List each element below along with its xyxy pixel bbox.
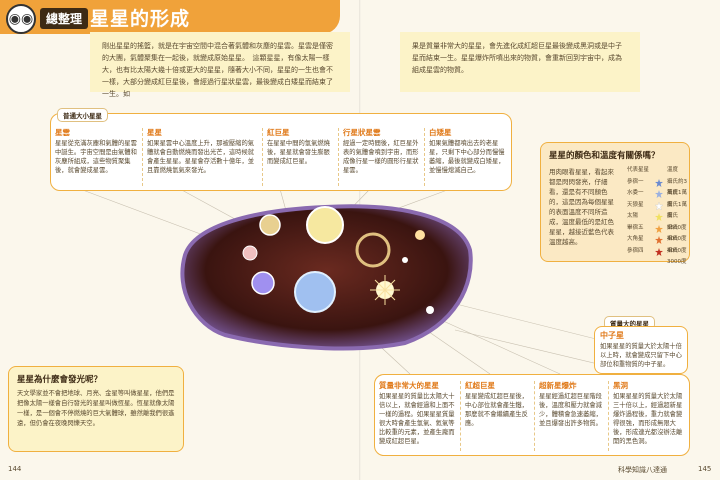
star-icon <box>655 178 663 187</box>
temperature-row: 代表星星溫度 <box>627 167 679 173</box>
stage-title: 紅巨星 <box>267 128 290 137</box>
stage-title: 星雲 <box>55 128 70 137</box>
color-box-desc: 用肉眼看星星，看起來都是閃閃發亮，仔細看，還是有不同顏色的，這是因為每個星星的表… <box>549 168 614 246</box>
stage-text: 如果星星的質量大於太陽三十倍以上，經過超新星爆炸過程後，重力就會變得很強，而形成… <box>613 393 683 445</box>
stage-black-hole: 黑洞 如果星星的質量大於太陽三十倍以上，經過超新星爆炸過程後，重力就會變得很強，… <box>609 381 689 451</box>
stage-massive-star: 質量非常大的星星 如果星星的質量比太陽大十倍以上，就會經過和上面不一樣的過程。如… <box>375 381 461 451</box>
star-icon <box>655 213 663 221</box>
star-icon <box>655 190 663 198</box>
stage-title: 紅超巨星 <box>465 381 495 390</box>
book-title: 科學知識八達通 <box>618 466 667 474</box>
normal-star-lifecycle: 普通大小星星 星雲 星星從充滿灰塵和氣體的星雲中誕生。宇宙空間是由氣體和灰塵所組… <box>50 108 512 191</box>
stage-title: 黑洞 <box>613 381 628 390</box>
stage-title: 中子星 <box>600 331 624 340</box>
stage-text: 如果星星的質量比太陽大十倍以上，就會經過和上面不一樣的過程。如果星星質量很大時會… <box>379 393 455 445</box>
stage-title: 超新星爆炸 <box>539 381 577 390</box>
color-box-title: 星星的顏色和溫度有關係嗎？ <box>549 151 660 161</box>
page-number-right: 145 <box>698 465 712 473</box>
section-tag: 總整理 <box>40 8 89 29</box>
stage-red-supergiant: 紅超巨星 星星變成紅超巨星後，中心部位就會產生鐵，那麼就不會繼續產生反應。 <box>461 381 535 451</box>
why-stars-shine-box: 星星為什麼會發光呢？ 天文學家並不會把地球、月亮、金星等叫做星星，他們是把像太陽… <box>8 366 184 452</box>
stage-title: 行星狀星雲 <box>343 128 381 137</box>
stage-supernova: 超新星爆炸 星星經過紅超巨星階段後，溫度和壓力就會減少，體積會急速萎縮，並且爆發… <box>535 381 609 451</box>
stage-title: 白矮星 <box>429 128 452 137</box>
stage-text: 星星經過紅超巨星階段後，溫度和壓力就會減少，體積會急速萎縮，並且爆發出許多物質。 <box>539 393 602 427</box>
stage-red-giant: 紅巨星 在星星中間的氫氣燃燒後，星星就會發生膨脹而變成紅巨星。 <box>263 128 339 186</box>
stage-title: 星星 <box>147 128 162 137</box>
temperature-row: 水委一攝氏1萬度 <box>627 190 687 208</box>
stage-planetary-nebula: 行星狀星雲 經過一定時間後，紅巨星外表的氣體會噴到宇宙，而形成像行星一樣的圓形行… <box>339 128 425 186</box>
chapter-header: ◉◉ 總整理 星星的形成 <box>0 0 340 34</box>
stage-text: 如果氣體都噴出去的老星星，只剩下中心部分而慢慢萎縮，最後就變成白矮星，並慢慢熄滅… <box>429 140 505 174</box>
page-number-left: 144 <box>8 465 22 473</box>
color-temperature-box: 星星的顏色和溫度有關係嗎？ 用肉眼看星星，看起來都是閃閃發亮，仔細看，還是有不同… <box>540 142 690 265</box>
owl-face-icon: ◉◉ <box>6 4 36 34</box>
temperature-table: 代表星星溫度 參宿一攝氏約3萬度 水委一攝氏1萬度 天狼星攝氏1萬度 太陽攝氏5… <box>627 165 687 265</box>
group-label-normal: 普通大小星星 <box>57 108 108 122</box>
temperature-row: 天狼星攝氏1萬度 <box>627 201 687 219</box>
stage-text: 星星變成紅超巨星後，中心部位就會產生鐵，那麼就不會繼續產生反應。 <box>465 393 528 427</box>
stage-text: 星星從充滿灰塵和氣體的星雲中誕生。宇宙空間是由氣體和灰塵所組成，這些物質聚集後，… <box>55 140 137 174</box>
stage-neutron-star: 中子星 如果星星的質量大於太陽十倍以上時，就會變成只留下中心部位和重物質的中子星… <box>594 326 688 374</box>
star-icon <box>655 247 663 256</box>
stage-title: 質量非常大的星星 <box>379 381 439 390</box>
stage-white-dwarf: 白矮星 如果氣體都噴出去的老星星，只剩下中心部分而慢慢萎縮，最後就變成白矮星，並… <box>425 128 511 186</box>
temperature-row: 參宿四攝氏3000度 <box>627 247 687 265</box>
stage-text: 經過一定時間後，紅巨星外表的氣體會噴到宇宙，而形成像行星一樣的圓形行星狀星雲。 <box>343 140 419 174</box>
nebula-illustration <box>180 204 473 351</box>
intro-left: 剛出星星的搖籃，就是在宇宙空間中混合著氣體和灰塵的星雲。星雲是僅密的大團，氣體聚… <box>90 32 350 98</box>
massive-star-lifecycle: 質量非常大的星星 如果星星的質量比太陽大十倍以上，就會經過和上面不一樣的過程。如… <box>374 374 690 456</box>
temperature-row: 大角星攝氏4000度 <box>627 236 687 254</box>
box-title: 星星為什麼會發光呢？ <box>17 375 103 385</box>
temperature-row: 畢宿五攝氏4000度 <box>627 224 687 242</box>
box-text: 天文學家並不會把地球、月亮、金星等叫做星星，他們是把像太陽一樣會自行發光的星星叫… <box>17 390 175 427</box>
star-icon <box>655 224 663 233</box>
stage-text: 在星星中間的氫氣燃燒後，星星就會發生膨脹而變成紅巨星。 <box>267 140 330 165</box>
temperature-row: 參宿一攝氏約3萬度 <box>627 178 687 196</box>
stage-text: 如果星雲中心溫度上升，那被壓縮的氣體就會自動燃燒而發出光芒，這時候就會產生星星。… <box>147 140 255 174</box>
intro-right: 果是質量非常大的星星，會先進化成紅超巨星最後變成黑洞或是中子星而結束一生。星星爆… <box>400 32 640 92</box>
page-title: 星星的形成 <box>90 8 191 30</box>
star-icon <box>655 236 663 244</box>
temperature-row: 太陽攝氏5500度 <box>627 213 687 231</box>
stage-text: 如果星星的質量大於太陽十倍以上時，就會變成只留下中心部位和重物質的中子星。 <box>600 343 682 368</box>
stage-nebula: 星雲 星星從充滿灰塵和氣體的星雲中誕生。宇宙空間是由氣體和灰塵所組成，這些物質聚… <box>51 128 143 186</box>
star-icon <box>655 201 663 210</box>
stage-star: 星星 如果星雲中心溫度上升，那被壓縮的氣體就會自動燃燒而發出光芒，這時候就會產生… <box>143 128 263 186</box>
